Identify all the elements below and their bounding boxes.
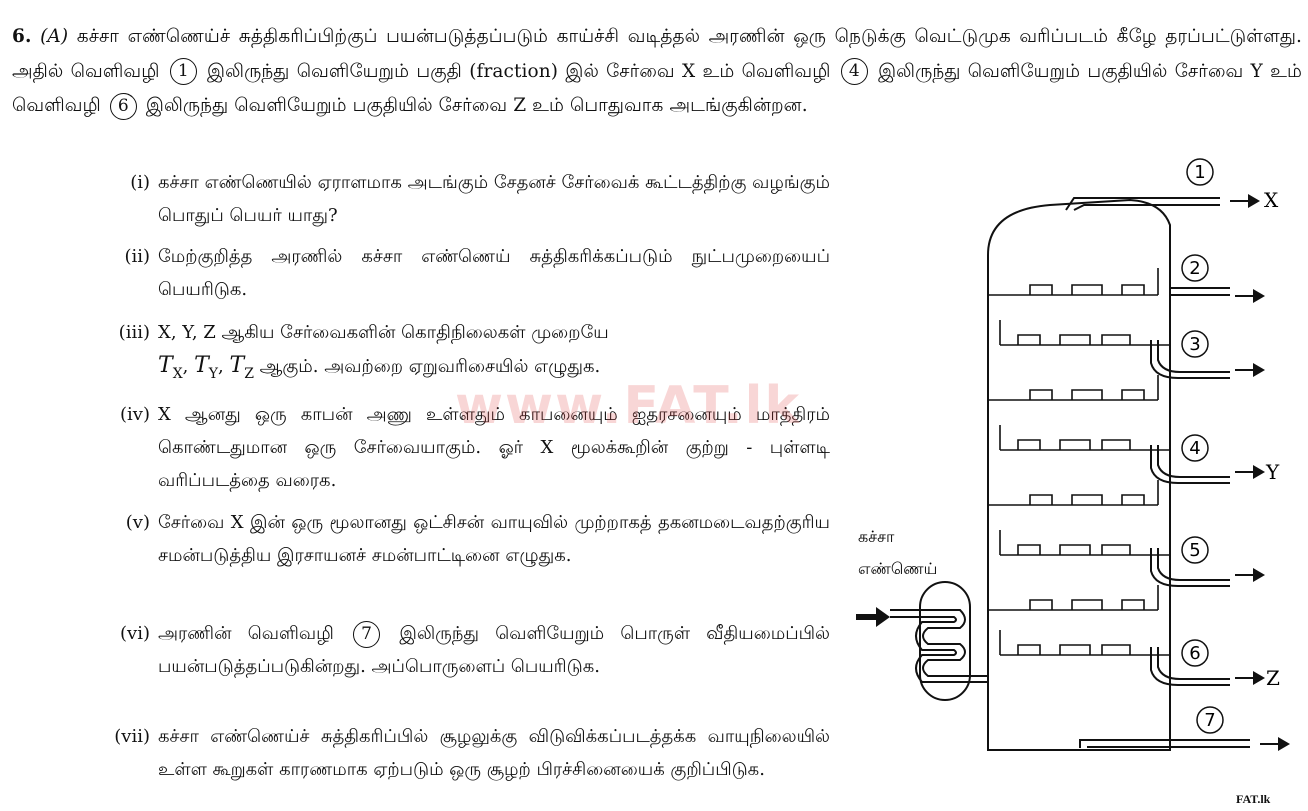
arrow-outlet-6 [1235,671,1265,685]
svg-text:1: 1 [1194,162,1205,183]
arrow-outlet-1 [1230,194,1260,208]
product-y-label: Y [1265,460,1280,484]
svg-text:3: 3 [1189,334,1200,355]
intro-line-4b: இலிருந்து வெளியேறும் பகுதியில் சேர்வை Z … [145,95,808,116]
subquestion-text: சேர்வை X இன் ஒரு மூலானது ஒட்சிசன் வாயுவி… [158,512,830,566]
subquestion-text: கச்சா எண்ணெய்ச் சுத்திகரிப்பில் சூழலுக்க… [158,726,830,780]
subquestion-text: அரணின் வெளிவழி 7 இலிருந்து வெளியேறும் பொ… [158,617,830,683]
subquestion-iii: (iii) X, Y, Z ஆகிய சேர்வைகளின் கொதிநிலைக… [119,316,830,391]
outlet-label-6: 6 [1181,639,1209,667]
outlet-4-pipe [1150,445,1230,484]
outlet-5-pipe [1150,548,1230,587]
fractionating-column-diagram: 1 2 3 4 5 6 7 X Y Z கச்சா எண்ணெய் [856,158,1290,751]
subquestion-vii: (vii) கச்சா எண்ணெய்ச் சுத்திகரிப்பில் சூ… [114,720,830,786]
subquestion-label: (v) [125,512,150,533]
svg-text:6: 6 [1189,643,1200,664]
intro-line-1: கச்சா எண்ணெய்ச் சுத்திகரிப்பிற்குப் பயன்… [76,26,906,47]
outlet-label-5: 5 [1181,536,1209,564]
subquestion-ii: (ii) மேற்குறித்த அரணில் கச்சா எண்ணெய் சு… [124,240,830,306]
subquestion-text: X, Y, Z ஆகிய சேர்வைகளின் கொதிநிலைகள் முற… [158,322,609,343]
crude-oil-inlet-arrow [856,607,890,627]
outlet-4-marker: 4 [840,58,868,85]
product-x-label: X [1264,188,1279,212]
svg-text:5: 5 [1189,540,1200,561]
subquestion-iv: (iv) X ஆனது ஒரு காபன் அணு உள்ளதும் காபனை… [120,398,830,497]
product-z-label: Z [1266,666,1280,690]
outlet-3-pipe [1150,340,1230,379]
subquestion-text-rest: ஆகும். அவற்றை ஏறுவரிசையில் எழுதுக. [259,356,601,377]
outlet-6-marker: 6 [109,92,137,120]
intro-line-4a: வெளிவழி [12,95,101,116]
crude-oil-label-line1: கச்சா [858,527,895,546]
column-outline [987,198,1171,751]
svg-text:4: 4 [1189,438,1200,459]
subquestion-label: (vii) [114,726,150,747]
subquestion-text: மேற்குறித்த அரணில் கச்சா எண்ணெய் சுத்திக… [158,246,830,300]
outlet-7-marker: 7 [353,620,381,648]
subquestion-label: (iii) [118,322,150,343]
subscript-y: Y [208,366,219,382]
outlet-label-4: 4 [1181,434,1209,462]
subquestion-text: X ஆனது ஒரு காபன் அணு உள்ளதும் காபனையும் … [158,404,830,491]
arrow-outlet-2 [1235,289,1265,303]
furnace [890,581,988,701]
subquestion-label: (ii) [124,246,150,267]
subquestion-vi: (vi) அரணின் வெளிவழி 7 இலிருந்து வெளியேறு… [120,617,830,683]
arrow-outlet-4 [1235,465,1265,479]
subquestion-label: (i) [130,172,150,193]
outlet-label-2: 2 [1181,254,1209,282]
t-symbol: T [229,353,245,378]
intro-line-2b: இலிருந்து வெளியேறும் பகுதி [207,60,462,82]
outlet-6-pipe [1150,647,1230,686]
subquestion-label: (iv) [120,404,150,425]
question-section: (A) [40,26,69,47]
subquestion-text-a: அரணின் வெளிவழி [158,623,334,644]
question-intro: 6. (A) கச்சா எண்ணெய்ச் சுத்திகரிப்பிற்கு… [12,20,1302,124]
outlet-label-7: 7 [1196,706,1224,734]
subquestion-i: (i) கச்சா எண்ணெயில் ஏராளமாக அடங்கும் சேத… [130,166,831,232]
svg-text:2: 2 [1189,258,1200,279]
outlet-label-3: 3 [1181,330,1209,358]
boiling-points-line: TX, TY, TZ ஆகும். அவற்றை ஏறுவரிசையில் எழ… [158,353,601,382]
intro-line-3b: இலிருந்து வெளியேறும் பகுதியில் சேர்வை Y … [878,60,1302,82]
trays [988,268,1170,656]
arrow-outlet-7 [1260,737,1290,751]
t-symbol: T [194,353,209,378]
intro-line-3a: (fraction) இல் சேர்வை X உம் வெளிவழி [469,60,831,82]
t-symbol: T [158,353,173,378]
footer-source: FAT.lk [1236,792,1271,806]
outlet-1-pipe [1065,197,1220,211]
outlet-1-marker: 1 [169,58,197,85]
subquestion-v: (v) சேர்வை X இன் ஒரு மூலானது ஒட்சிசன் வா… [126,506,830,572]
outlet-2-pipe [1170,287,1230,296]
subscript-x: X [172,366,183,382]
arrow-outlet-3 [1235,363,1265,377]
subquestion-text-b: இலிருந்து வெளியேறும் பொருள் வீதியமைப்பில… [158,623,830,677]
arrow-outlet-5 [1235,568,1265,582]
intro-line-2: வெட்டுமுக வரிப்படம் கீழே தரப்பட்டுள்ளது.… [12,26,1302,82]
outlet-label-1: 1 [1186,158,1214,186]
watermark: www.FAT.lk [455,376,802,436]
outlet-7-pipe [1079,739,1250,748]
question-number: 6. [12,26,32,47]
svg-text:7: 7 [1204,710,1215,731]
crude-oil-label-line2: எண்ணெய் [858,559,937,578]
subquestion-label: (vi) [120,623,150,644]
subquestion-text: கச்சா எண்ணெயில் ஏராளமாக அடங்கும் சேதனச் … [158,172,831,226]
subscript-z: Z [244,366,254,382]
